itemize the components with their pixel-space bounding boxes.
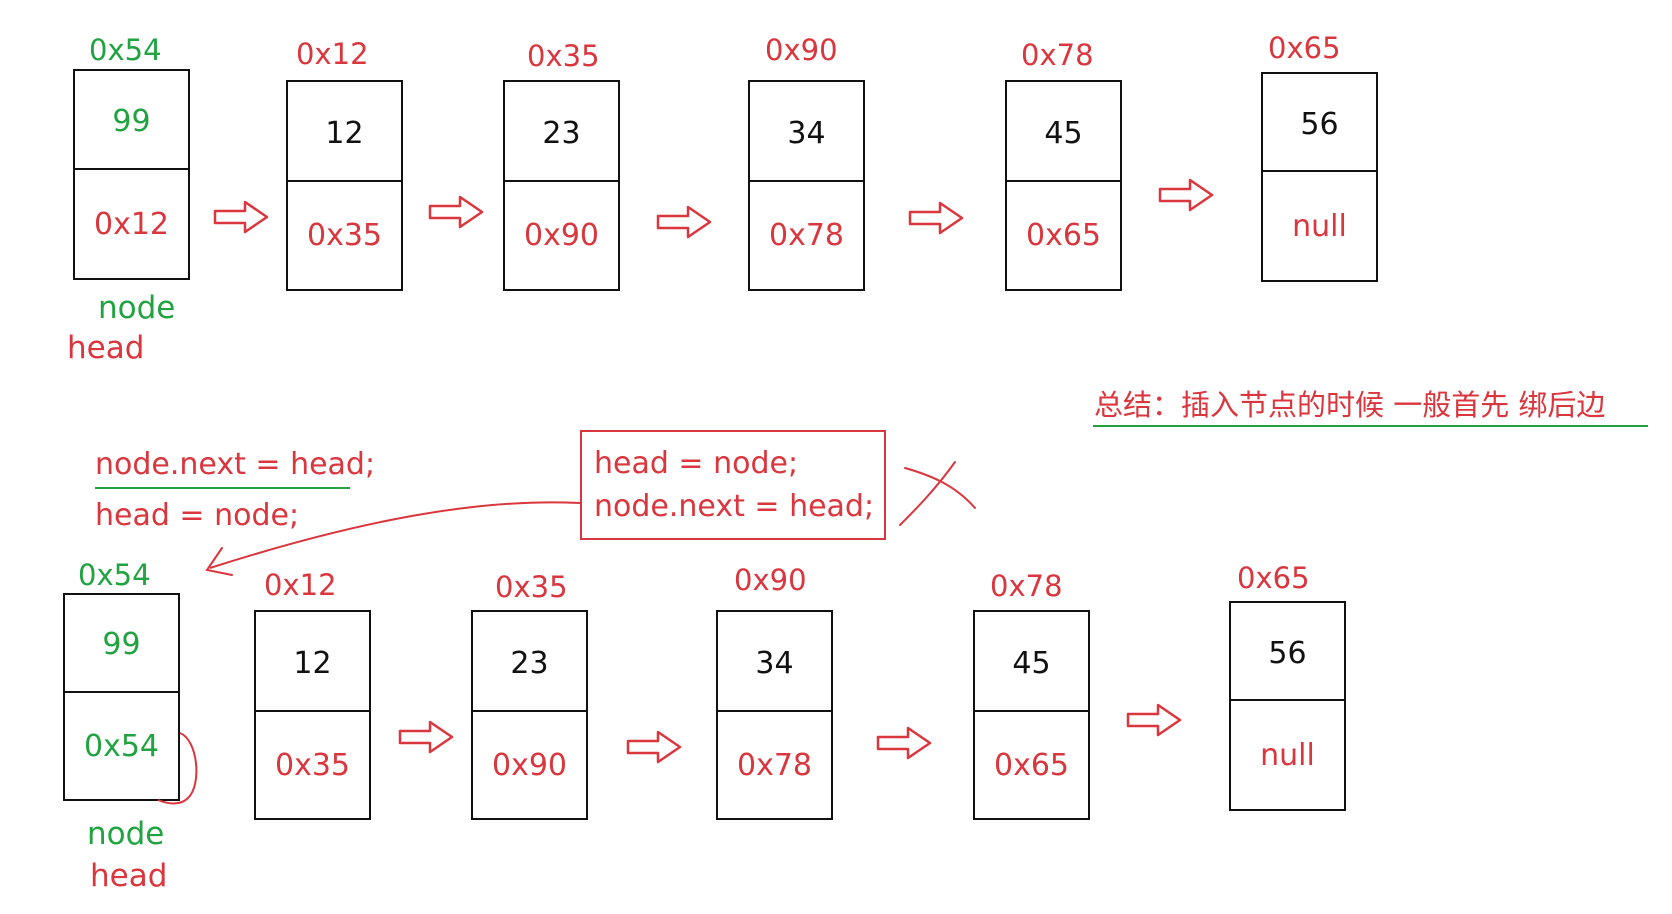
node-value: 23 xyxy=(542,115,581,151)
node-next-pointer: 0x12 xyxy=(75,168,188,278)
node-value: 23 xyxy=(510,645,549,681)
node-next-pointer: 0x35 xyxy=(256,710,369,818)
next-arrow-icon xyxy=(1158,178,1214,212)
node-address: 0x78 xyxy=(990,569,1063,603)
next-arrow-icon xyxy=(398,720,454,754)
list-node: 99 0x12 xyxy=(73,69,190,280)
list-node: 23 0x90 xyxy=(503,80,620,291)
node-address: 0x65 xyxy=(1237,561,1310,595)
node-next-pointer: 0x90 xyxy=(505,180,618,289)
node-address: 0x12 xyxy=(264,568,337,602)
node-address: 0x35 xyxy=(495,570,568,604)
node-next-pointer: 0x35 xyxy=(288,180,401,289)
node-value: 45 xyxy=(1012,645,1051,681)
list-node: 99 0x54 xyxy=(63,593,180,801)
arrowhead-icon xyxy=(205,547,233,576)
node-label: node xyxy=(87,816,165,852)
node-value: 56 xyxy=(1300,106,1339,142)
node-next-pointer: 0x78 xyxy=(718,710,831,818)
node-address: 0x78 xyxy=(1021,38,1094,72)
wrong-order-code-box: head = node; node.next = head; xyxy=(580,430,886,540)
next-arrow-icon xyxy=(626,730,682,764)
next-arrow-icon xyxy=(428,195,484,229)
summary-note: 总结：插入节点的时候 一般首先 绑后边 xyxy=(1094,388,1606,422)
self-loop-icon xyxy=(157,732,198,805)
node-address: 0x90 xyxy=(765,33,838,67)
node-value: 12 xyxy=(293,645,332,681)
node-value: 34 xyxy=(755,645,794,681)
node-address: 0x54 xyxy=(78,558,151,592)
list-node: 56 null xyxy=(1229,601,1346,811)
head-label: head xyxy=(67,330,145,366)
next-arrow-icon xyxy=(1126,703,1182,737)
node-next-pointer: 0x90 xyxy=(473,710,586,818)
next-arrow-icon xyxy=(213,200,269,234)
node-next-pointer: null xyxy=(1231,699,1344,809)
next-arrow-icon xyxy=(876,726,932,760)
node-value: 34 xyxy=(787,115,826,151)
list-node: 34 0x78 xyxy=(748,80,865,291)
node-value: 56 xyxy=(1268,635,1307,671)
insert-pointer-arrow xyxy=(209,501,581,569)
node-next-pointer: 0x54 xyxy=(65,691,178,799)
list-node: 56 null xyxy=(1261,72,1378,282)
node-value: 12 xyxy=(325,115,364,151)
list-node: 12 0x35 xyxy=(254,610,371,820)
next-arrow-icon xyxy=(908,201,964,235)
node-address: 0x54 xyxy=(89,33,162,67)
cross-mark-icon xyxy=(899,461,976,526)
code-wrong-line-1: head = node; xyxy=(594,446,799,481)
node-address: 0x90 xyxy=(734,563,807,597)
node-next-pointer: null xyxy=(1263,170,1376,280)
list-node: 23 0x90 xyxy=(471,610,588,820)
list-node: 34 0x78 xyxy=(716,610,833,820)
head-label: head xyxy=(90,858,168,894)
node-address: 0x12 xyxy=(296,37,369,71)
node-next-pointer: 0x78 xyxy=(750,180,863,289)
node-value: 99 xyxy=(102,627,141,662)
node-value: 45 xyxy=(1044,115,1083,151)
node-label: node xyxy=(98,290,176,326)
top-row-arrows xyxy=(213,178,1214,239)
list-node: 12 0x35 xyxy=(286,80,403,291)
code-wrong-line-2: node.next = head; xyxy=(594,489,875,524)
code-correct-line-1: node.next = head; xyxy=(95,447,376,482)
node-address: 0x35 xyxy=(527,39,600,73)
list-node: 45 0x65 xyxy=(1005,80,1122,291)
node-address: 0x65 xyxy=(1268,31,1341,65)
code-correct-line-2: head = node; xyxy=(95,498,300,533)
node-value: 99 xyxy=(112,103,151,139)
list-node: 45 0x65 xyxy=(973,610,1090,820)
node-next-pointer: 0x65 xyxy=(975,710,1088,818)
next-arrow-icon xyxy=(656,205,712,239)
node-next-pointer: 0x65 xyxy=(1007,180,1120,289)
bottom-row-arrows xyxy=(398,703,1182,764)
